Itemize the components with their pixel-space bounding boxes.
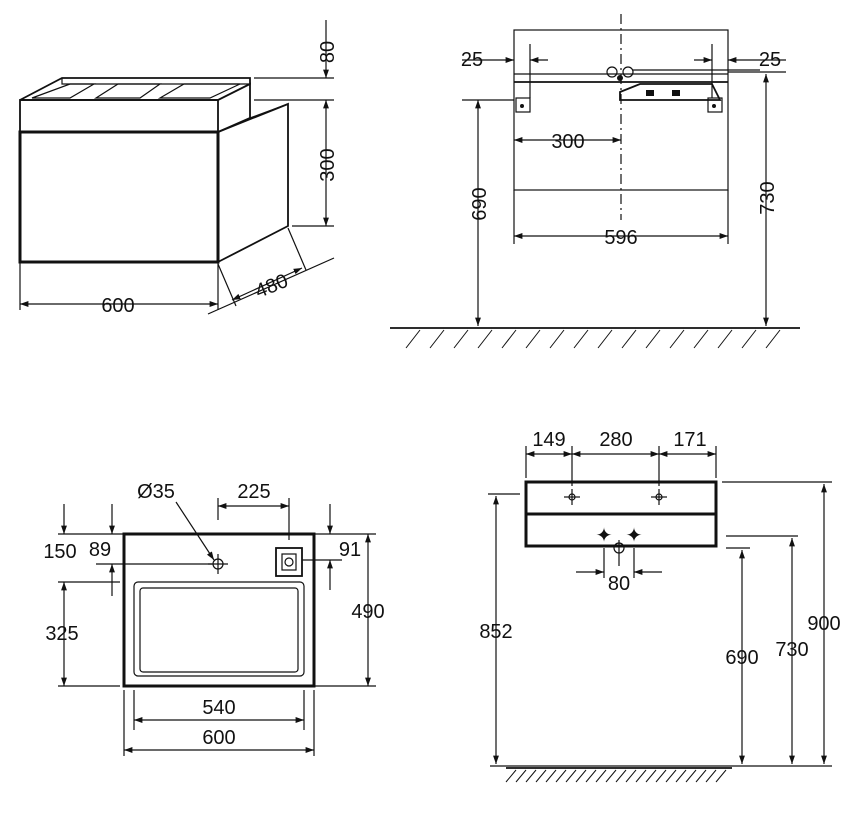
front-height-right: 730 bbox=[757, 181, 779, 214]
side-seg-b: 280 bbox=[599, 429, 632, 451]
plan-view: Ø35 225 150 89 91 325 490 540 600 bbox=[43, 481, 385, 756]
plan-total-depth: 490 bbox=[351, 601, 384, 623]
side-view: ✦ ✦ bbox=[479, 429, 841, 783]
plan-total-width: 600 bbox=[202, 727, 235, 749]
plan-hole-diameter: Ø35 bbox=[137, 481, 175, 503]
plan-hole-offset: 89 bbox=[89, 539, 111, 561]
side-height-730: 730 bbox=[775, 639, 808, 661]
front-view: 25 25 300 596 690 730 bbox=[390, 14, 800, 349]
svg-text:✦: ✦ bbox=[596, 525, 613, 547]
front-half-width: 300 bbox=[551, 131, 584, 153]
plan-tap-offset: 225 bbox=[237, 481, 270, 503]
iso-height-top: 80 bbox=[317, 41, 339, 63]
side-height-690: 690 bbox=[725, 647, 758, 669]
side-height-900: 900 bbox=[807, 613, 840, 635]
iso-height-drawer: 300 bbox=[317, 148, 339, 181]
plan-depth-lower: 325 bbox=[45, 623, 78, 645]
plan-basin-width: 540 bbox=[202, 697, 235, 719]
side-seg-c: 171 bbox=[673, 429, 706, 451]
side-drain-width: 80 bbox=[608, 573, 630, 595]
side-height-852: 852 bbox=[479, 621, 512, 643]
front-inner-width: 596 bbox=[604, 227, 637, 249]
svg-text:✦: ✦ bbox=[626, 525, 643, 547]
plan-right-offset: 91 bbox=[339, 539, 361, 561]
side-seg-a: 149 bbox=[532, 429, 565, 451]
front-offset-left: 25 bbox=[461, 49, 483, 71]
front-offset-right: 25 bbox=[759, 49, 781, 71]
plan-front-offset: 150 bbox=[43, 541, 76, 563]
front-height-left: 690 bbox=[469, 187, 491, 220]
iso-width: 600 bbox=[101, 295, 134, 317]
iso-view: 80 300 600 480 bbox=[18, 20, 339, 317]
